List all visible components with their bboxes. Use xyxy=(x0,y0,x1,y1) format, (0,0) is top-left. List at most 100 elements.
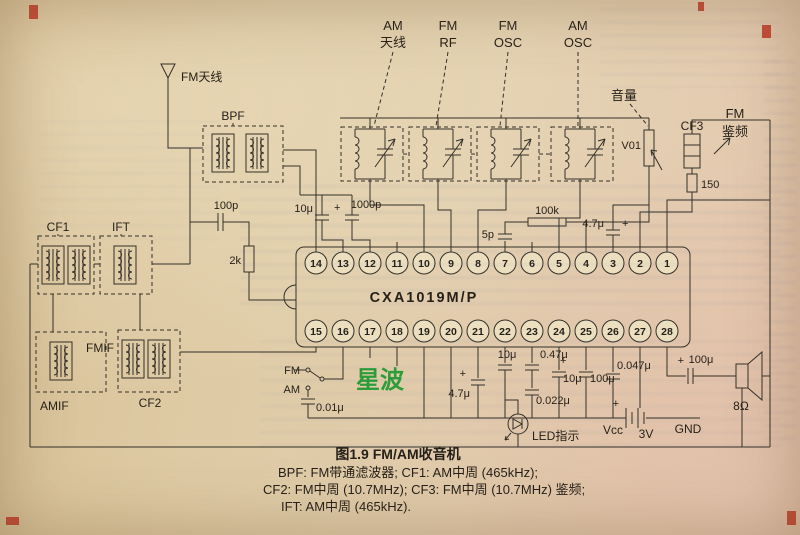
label-8ohm: 8Ω xyxy=(733,399,749,413)
label-led: LED指示 xyxy=(532,428,579,443)
ift-block xyxy=(99,235,153,295)
ic-pin-16: 16 xyxy=(331,319,355,343)
label-10u-c: 10μ xyxy=(563,373,582,385)
ic-name: CXA1019M/P xyxy=(370,290,479,306)
ic-pin-20: 20 xyxy=(439,319,463,343)
pin-label: 16 xyxy=(337,326,349,338)
label-cf3: CF3 xyxy=(681,119,704,133)
ic-pin-7: 7 xyxy=(493,251,517,275)
pin-label: 15 xyxy=(310,326,322,338)
label-5p: 5p xyxy=(482,229,494,241)
label-fm-rf-line1: FM xyxy=(439,18,458,33)
amif-block xyxy=(35,331,107,393)
tuning-gang xyxy=(340,117,614,191)
label-fmif: FMIF xyxy=(86,341,114,355)
pin-label: 6 xyxy=(529,258,535,270)
label-switch-fm: FM xyxy=(284,365,300,377)
pin-label: 8 xyxy=(475,258,481,270)
ic-pin-17: 17 xyxy=(358,319,382,343)
label-vcc: Vcc xyxy=(603,423,623,437)
ic-pin-19: 19 xyxy=(412,319,436,343)
ic-pin-2: 2 xyxy=(628,251,652,275)
label-am-osc-line2: OSC xyxy=(564,35,592,50)
ic-pin-27: 27 xyxy=(628,319,652,343)
figure-note-1: BPF: FM带通滤波器; CF1: AM中周 (465kHz); xyxy=(278,465,538,480)
label-fm-osc-line2: OSC xyxy=(494,35,522,50)
pin-label: 22 xyxy=(499,326,511,338)
label-fm-antenna: FM天线 xyxy=(181,70,222,84)
ic-pin-18: 18 xyxy=(385,319,409,343)
plus-100u-b: + xyxy=(678,355,684,367)
label-bpf: BPF xyxy=(221,109,244,123)
label-volume: 音量 xyxy=(611,88,637,103)
label-am-antenna-line1: AM xyxy=(383,18,403,33)
wiring xyxy=(29,63,771,448)
label-0047u: 0.047μ xyxy=(617,360,651,372)
pin-label: 5 xyxy=(556,258,562,270)
label-100p: 100p xyxy=(214,200,238,212)
pin-label: 13 xyxy=(337,258,349,270)
fmif-block xyxy=(117,329,181,393)
pin-label: 9 xyxy=(448,258,454,270)
label-100k: 100k xyxy=(535,205,559,217)
label-amif: AMIF xyxy=(40,399,69,413)
label-cf1: CF1 xyxy=(47,220,70,234)
pin-label: 12 xyxy=(364,258,376,270)
label-fm-det-line2: 鉴频 xyxy=(722,124,748,139)
label-fm-osc-line1: FM xyxy=(499,18,518,33)
ic-pin-1: 1 xyxy=(655,251,679,275)
ic-body: CXA1019M/P xyxy=(283,246,691,348)
ic-pin-15: 15 xyxy=(304,319,328,343)
ic-pin-11: 11 xyxy=(385,251,409,275)
ic-pin-10: 10 xyxy=(412,251,436,275)
label-ift: IFT xyxy=(112,220,131,234)
label-150: 150 xyxy=(701,179,719,191)
figure-note-3: IFT: AM中周 (465kHz). xyxy=(281,499,411,514)
ic-pin-13: 13 xyxy=(331,251,355,275)
label-4u7-top: 4.7μ xyxy=(582,218,604,230)
ic-pin-21: 21 xyxy=(466,319,490,343)
plus-4u7-bot: + xyxy=(460,368,466,380)
ic-pin-28: 28 xyxy=(655,319,679,343)
plus-4u7-top: + xyxy=(622,218,628,230)
label-10u-b: 10μ xyxy=(498,349,517,361)
label-3v: 3V xyxy=(639,427,654,441)
label-100u-a: 100μ xyxy=(590,373,615,385)
label-2k: 2k xyxy=(229,255,241,267)
plus-battery: + xyxy=(613,398,619,410)
ic-pin-25: 25 xyxy=(574,319,598,343)
label-001u: 0.01μ xyxy=(316,402,344,414)
plus-047u: + xyxy=(560,355,566,367)
bpf-block xyxy=(202,125,284,183)
red-mark xyxy=(787,511,796,525)
ic-pin-12: 12 xyxy=(358,251,382,275)
pin-label: 24 xyxy=(553,326,565,338)
ic-pin-4: 4 xyxy=(574,251,598,275)
label-cf2: CF2 xyxy=(139,396,162,410)
ic-pin-14: 14 xyxy=(304,251,328,275)
watermark-stamp: 星波 xyxy=(356,367,405,394)
red-mark xyxy=(762,25,771,38)
label-pot: V01 xyxy=(621,140,641,152)
label-4u7-bot: 4.7μ xyxy=(448,388,470,400)
label-switch-am: AM xyxy=(284,384,301,396)
pin-label: 27 xyxy=(634,326,646,338)
ic-pin-23: 23 xyxy=(520,319,544,343)
label-am-antenna-line2: 天线 xyxy=(380,35,406,50)
figure-note-2: CF2: FM中周 (10.7MHz); CF3: FM中周 (10.7MHz)… xyxy=(263,482,585,497)
pin-label: 10 xyxy=(418,258,430,270)
pin-label: 19 xyxy=(418,326,430,338)
pin-label: 7 xyxy=(502,258,508,270)
pin-label: 25 xyxy=(580,326,592,338)
ic-pin-5: 5 xyxy=(547,251,571,275)
red-mark xyxy=(6,517,19,525)
label-0022u: 0.022μ xyxy=(536,395,570,407)
plus-10u-top: + xyxy=(334,202,340,214)
red-mark xyxy=(698,2,704,11)
figure-caption: 图1.9 FM/AM收音机 xyxy=(335,446,460,462)
label-gnd: GND xyxy=(675,422,702,436)
pin-label: 26 xyxy=(607,326,619,338)
ic-pin-26: 26 xyxy=(601,319,625,343)
